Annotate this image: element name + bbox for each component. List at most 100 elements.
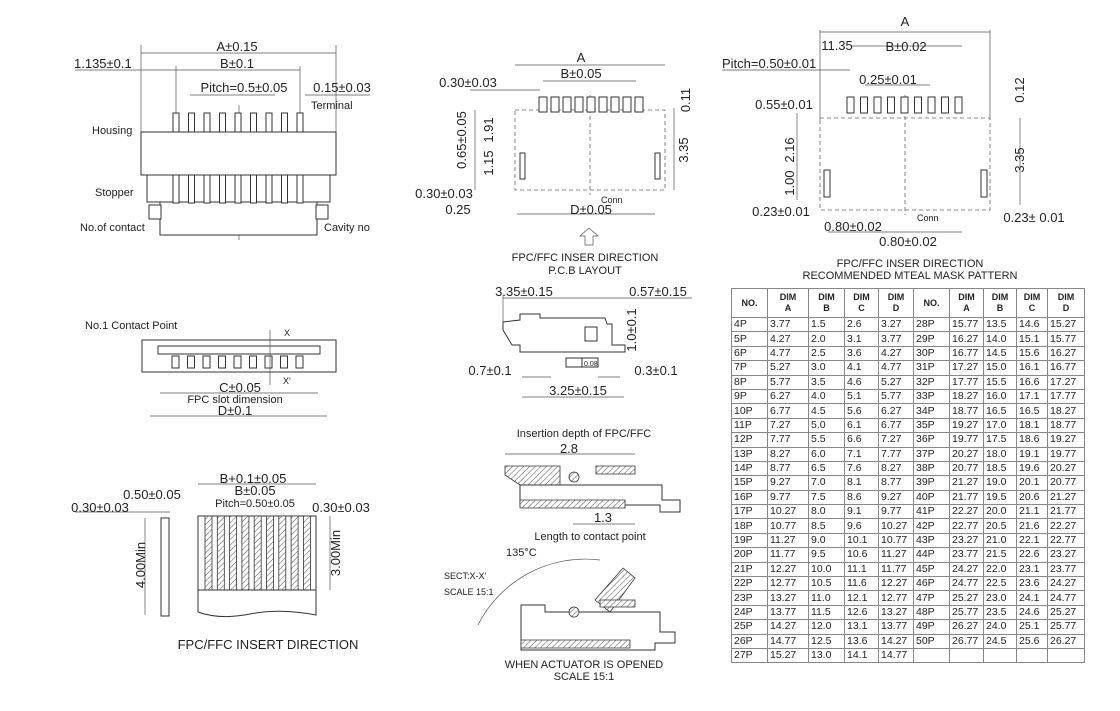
- dim-terminal-width: 0.15±0.03: [313, 80, 371, 95]
- table-cell: 50P: [913, 633, 950, 649]
- table-cell: 23.77: [1047, 561, 1085, 578]
- table-cell: 21.77: [1047, 504, 1085, 520]
- dim-d: D±0.1: [218, 403, 253, 418]
- table-cell: 19.6: [1016, 460, 1048, 477]
- table-cell: 18P: [731, 518, 768, 534]
- section-mark-x-prime: X': [283, 376, 291, 386]
- table-cell: 13.6: [844, 633, 879, 649]
- dim-d: D±0.05: [570, 202, 612, 217]
- table-cell: 13.77: [767, 604, 809, 621]
- table-cell: 3.0: [808, 360, 845, 376]
- dim-3-35: 3.35±0.15: [495, 284, 553, 299]
- mask-caption-1: FPC/FFC INSER DIRECTION: [837, 258, 984, 270]
- dim-4-00-min: 4.00Min: [133, 542, 148, 588]
- table-cell: 44P: [913, 547, 950, 563]
- table-cell: 16.77: [1047, 360, 1085, 376]
- table-cell: 14.77: [767, 633, 809, 649]
- mask-pad: [954, 96, 963, 114]
- mask-pad: [846, 96, 855, 114]
- dim-11-35: 11.35: [821, 38, 853, 53]
- pcb-pad: [610, 96, 620, 113]
- table-cell: 15P: [731, 475, 768, 491]
- dim-a: A±0.15: [216, 39, 257, 54]
- table-cell: 2.5: [808, 345, 845, 362]
- terminal-pin: [172, 174, 180, 204]
- table-cell: 18.27: [949, 388, 984, 405]
- table-cell: 21.27: [1047, 489, 1085, 506]
- table-cell: 38P: [913, 460, 950, 477]
- table-cell: 23.1: [1016, 561, 1048, 578]
- label-stopper: Stopper: [95, 187, 134, 199]
- table-cell: 17.77: [1047, 388, 1085, 405]
- dim-a: A: [577, 50, 586, 65]
- connector-front-view: A±0.15 1.135±0.1 B±0.1 Pitch=0.5±0.05 0.…: [74, 39, 371, 240]
- table-cell: 19P: [731, 532, 768, 549]
- table-cell: 22.77: [949, 518, 984, 534]
- fpc-conductor: [253, 515, 262, 591]
- table-cell: 17.27: [949, 360, 984, 376]
- table-cell: 9.1: [844, 504, 879, 520]
- insert-direction-arrow-icon: [579, 227, 599, 246]
- table-cell: 26P: [731, 633, 768, 649]
- dim-0-57: 0.57±0.15: [629, 284, 687, 299]
- table-cell: 18.5: [983, 460, 1017, 477]
- dim-3-35: 3.35: [1012, 147, 1027, 172]
- table-cell: 3.77: [878, 331, 914, 347]
- table-cell: 48P: [913, 604, 950, 621]
- label-housing: Housing: [92, 125, 132, 137]
- table-cell: 14.1: [844, 647, 879, 664]
- table-cell: 14.0: [983, 331, 1017, 347]
- table-cell: 21.0: [983, 532, 1017, 549]
- table-cell: 45P: [913, 561, 950, 578]
- terminal-pin: [172, 112, 180, 133]
- table-cell: 4.27: [767, 331, 809, 347]
- table-cell: 13.1: [844, 619, 879, 635]
- table-cell: 11.0: [808, 590, 845, 606]
- table-cell: 23.27: [1047, 547, 1085, 563]
- table-cell: 19.0: [983, 475, 1017, 491]
- table-cell: 8.5: [808, 518, 845, 534]
- slot-contact: [295, 355, 304, 369]
- table-cell: 17.27: [1047, 374, 1085, 390]
- table-cell: 6.27: [878, 403, 914, 419]
- table-cell: 23.27: [949, 532, 984, 549]
- terminal-pin: [219, 174, 226, 204]
- table-cell: 25.6: [1016, 633, 1048, 649]
- table-cell: 23.77: [949, 547, 984, 563]
- table-cell: 19.77: [1047, 446, 1085, 462]
- table-cell: 5.27: [878, 374, 914, 390]
- table-cell: 7.77: [878, 446, 914, 462]
- pcb-layout-view: A B±0.05 0.30±0.03 0.11 0.65±0.05 1.91 1…: [415, 50, 693, 277]
- scale-label: SCALE 15:1: [444, 587, 494, 597]
- table-cell: 22.5: [983, 576, 1017, 592]
- table-cell: 46P: [913, 576, 950, 592]
- dim-right-0-30: 0.30±0.03: [312, 500, 370, 515]
- terminal-pin: [281, 112, 288, 133]
- table-cell: 21.27: [949, 475, 984, 491]
- table-cell: 13.0: [808, 647, 845, 664]
- slot-contact: [218, 355, 226, 369]
- table-cell: 24.1: [1016, 590, 1048, 606]
- dim-left-0-23: 0.23±0.01: [752, 204, 810, 219]
- fpc-conductor: [204, 515, 213, 591]
- table-cell: 6.5: [808, 460, 845, 477]
- section-title: Insertion depth of FPC/FFC: [517, 428, 652, 440]
- table-cell: 15.1: [1016, 331, 1048, 347]
- table-cell: 16.5: [1016, 403, 1048, 419]
- terminal-pin: [250, 174, 257, 204]
- table-cell: 41P: [913, 504, 950, 520]
- table-cell: 30P: [913, 345, 950, 362]
- label-no1-contact-point: No.1 Contact Point: [85, 320, 177, 332]
